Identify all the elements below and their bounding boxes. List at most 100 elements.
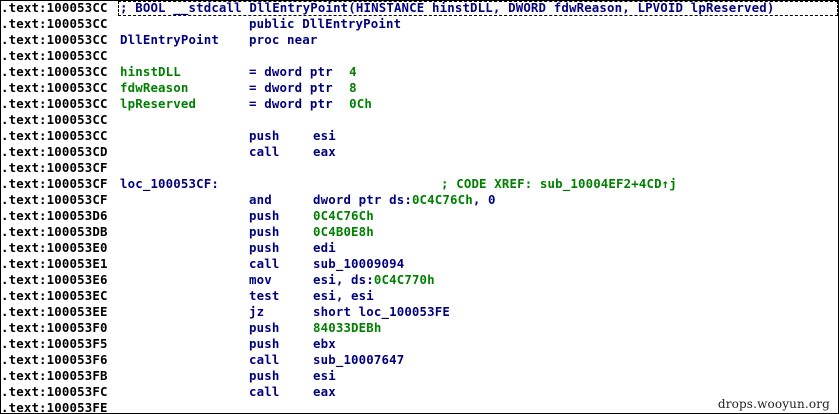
code-label[interactable]: DllEntryPoint	[120, 32, 219, 47]
line-address[interactable]: .text:100053D6	[1, 208, 108, 223]
instruction-mnemonic[interactable]: jz	[249, 304, 265, 319]
operand-text[interactable]: esi	[313, 128, 336, 143]
instruction-operand[interactable]: 84033DEBh	[313, 320, 382, 336]
instruction-operand[interactable]: sub_10007647	[313, 352, 404, 368]
listing-line[interactable]: .text:100053CC hinstDLL = dword ptr 4	[1, 64, 838, 80]
instruction-operand[interactable]: 0C4B0E8h	[313, 224, 374, 240]
instruction-operand[interactable]: esi, ds:0C4C770h	[313, 272, 435, 288]
listing-line[interactable]: .text:100053E0 push edi	[1, 240, 838, 256]
stack-variable-name[interactable]: hinstDLL	[120, 64, 181, 79]
listing-line[interactable]: .text:100053FC call eax	[1, 384, 838, 400]
line-address[interactable]: .text:100053CC	[1, 128, 108, 143]
line-address[interactable]: .text:100053CF	[1, 192, 108, 207]
line-address[interactable]: .text:100053CC	[1, 32, 108, 47]
line-address[interactable]: .text:100053EC	[1, 288, 108, 303]
listing-line[interactable]: .text:100053CC fdwReason = dword ptr 8	[1, 80, 838, 96]
operand-number[interactable]: 0C4C770h	[373, 272, 435, 287]
stack-variable-offset[interactable]: 8	[349, 80, 357, 95]
listing-line[interactable]: .text:100053F6 call sub_10007647	[1, 352, 838, 368]
code-xref-comment[interactable]: ; CODE XREF: sub_10004EF2+4CD↑j	[441, 176, 677, 191]
operand-number[interactable]: 84033DEBh	[313, 320, 382, 335]
stack-variable-offset[interactable]: 0Ch	[349, 96, 372, 111]
line-address[interactable]: .text:100053CC	[1, 64, 108, 79]
function-signature-comment[interactable]: ; BOOL __stdcall DllEntryPoint(HINSTANCE…	[120, 0, 775, 15]
instruction-mnemonic[interactable]: call	[249, 352, 280, 367]
listing-line[interactable]: .text:100053CC	[1, 112, 838, 128]
listing-line[interactable]: .text:100053CC	[1, 48, 838, 64]
operand-number[interactable]: 0C4C76Ch	[411, 192, 473, 207]
operand-tail[interactable]: , 0	[472, 192, 496, 207]
operand-text[interactable]: sub_10007647	[313, 352, 405, 367]
operand-text[interactable]: dword ptr ds:	[313, 192, 412, 207]
instruction-operand[interactable]: dword ptr ds:0C4C76Ch, 0	[313, 192, 496, 208]
stack-variable-type[interactable]: = dword ptr	[249, 80, 348, 95]
line-address[interactable]: .text:100053CC	[1, 96, 108, 111]
stack-variable-type[interactable]: = dword ptr	[249, 96, 348, 111]
line-address[interactable]: .text:100053CC	[1, 80, 108, 95]
operand-text[interactable]: eax	[313, 384, 336, 399]
code-label[interactable]: loc_100053CF:	[120, 176, 219, 191]
instruction-mnemonic[interactable]: call	[249, 256, 280, 271]
line-address[interactable]: .text:100053E0	[1, 240, 108, 255]
instruction-mnemonic[interactable]: mov	[249, 272, 272, 287]
instruction-mnemonic[interactable]: push	[249, 224, 280, 239]
line-address[interactable]: .text:100053F0	[1, 320, 108, 335]
operand-text[interactable]: esi, esi	[313, 288, 374, 303]
instruction-operand[interactable]: short loc_100053FE	[313, 304, 450, 320]
operand-text[interactable]: esi	[313, 368, 336, 383]
listing-line[interactable]: .text:100053F0 push 84033DEBh	[1, 320, 838, 336]
stack-variable-offset[interactable]: 4	[349, 64, 357, 79]
public-directive[interactable]: public DllEntryPoint	[249, 16, 402, 31]
stack-variable-type[interactable]: = dword ptr	[249, 64, 348, 79]
line-address[interactable]: .text:100053EE	[1, 304, 108, 319]
listing-line[interactable]: .text:100053E6 mov esi, ds:0C4C770h	[1, 272, 838, 288]
instruction-mnemonic[interactable]: call	[249, 384, 280, 399]
listing-line[interactable]: .text:100053DB push 0C4B0E8h	[1, 224, 838, 240]
line-address[interactable]: .text:100053F5	[1, 336, 108, 351]
instruction-mnemonic[interactable]: test	[249, 288, 280, 303]
instruction-operand[interactable]: edi	[313, 240, 336, 256]
listing-line[interactable]: .text:100053EE jz short loc_100053FE	[1, 304, 838, 320]
instruction-mnemonic[interactable]: push	[249, 336, 280, 351]
listing-line[interactable]: .text:100053FE	[1, 400, 838, 413]
listing-line[interactable]: .text:100053EC test esi, esi	[1, 288, 838, 304]
operand-number[interactable]: 0C4B0E8h	[313, 224, 374, 239]
operand-number[interactable]: 0C4C76Ch	[313, 208, 374, 223]
instruction-operand[interactable]: 0C4C76Ch	[313, 208, 374, 224]
instruction-mnemonic[interactable]: and	[249, 192, 272, 207]
line-address[interactable]: .text:100053CC	[1, 112, 108, 127]
line-address[interactable]: .text:100053CF	[1, 160, 108, 175]
listing-line[interactable]: .text:100053CC; BOOL __stdcall DllEntryP…	[1, 0, 838, 16]
instruction-operand[interactable]: sub_10009094	[313, 256, 404, 272]
operand-text[interactable]: sub_10009094	[313, 256, 405, 271]
stack-variable-name[interactable]: fdwReason	[120, 80, 189, 95]
operand-text[interactable]: short loc_100053FE	[313, 304, 450, 319]
operand-text[interactable]: eax	[313, 144, 336, 159]
line-address[interactable]: .text:100053CC	[1, 48, 108, 63]
listing-line[interactable]: .text:100053CF	[1, 160, 838, 176]
instruction-mnemonic[interactable]: push	[249, 208, 280, 223]
line-address[interactable]: .text:100053DB	[1, 224, 108, 239]
line-address[interactable]: .text:100053E6	[1, 272, 108, 287]
instruction-operand[interactable]: esi	[313, 128, 336, 144]
line-address[interactable]: .text:100053F6	[1, 352, 108, 367]
line-address[interactable]: .text:100053CD	[1, 144, 108, 159]
listing-line[interactable]: .text:100053CC push esi	[1, 128, 838, 144]
line-address[interactable]: .text:100053FC	[1, 384, 108, 399]
instruction-operand[interactable]: esi	[313, 368, 336, 384]
instruction-mnemonic[interactable]: push	[249, 240, 280, 255]
instruction-mnemonic[interactable]: push	[249, 320, 280, 335]
instruction-mnemonic[interactable]: push	[249, 128, 280, 143]
instruction-operand[interactable]: esi, esi	[313, 288, 374, 304]
operand-text[interactable]: esi, ds:	[313, 272, 374, 287]
stack-variable-name[interactable]: lpReserved	[120, 96, 197, 111]
line-address[interactable]: .text:100053FB	[1, 368, 108, 383]
